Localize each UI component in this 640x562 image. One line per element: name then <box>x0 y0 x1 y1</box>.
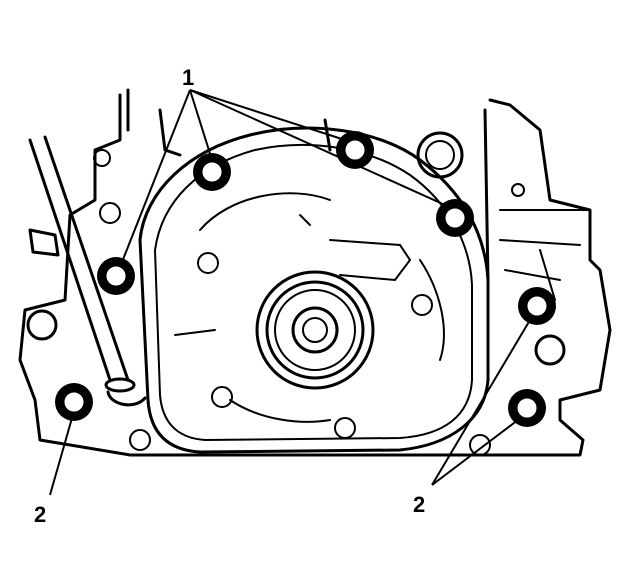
dipstick-tube <box>28 135 147 407</box>
bolt-icon <box>97 257 135 295</box>
callout-label-2-right: 2 <box>413 492 425 517</box>
engine-block-outline <box>18 88 612 457</box>
callout-label-2-left: 2 <box>34 502 46 527</box>
crankshaft-seal <box>255 270 375 390</box>
leader-lines-1 <box>121 89 446 263</box>
bolt-icon <box>336 131 374 169</box>
leader-line-2-left <box>49 417 73 496</box>
front-cover <box>138 126 490 454</box>
bolt-icon <box>436 199 474 237</box>
bolt-icon <box>508 389 546 427</box>
cover-bolts-lower <box>55 287 556 427</box>
bolt-icon <box>518 287 556 325</box>
bolt-icon <box>193 153 231 191</box>
leader-lines-2-right <box>431 319 531 486</box>
mounting-holes <box>26 131 566 456</box>
callout-label-1: 1 <box>182 65 194 90</box>
bolt-icon <box>55 383 93 421</box>
